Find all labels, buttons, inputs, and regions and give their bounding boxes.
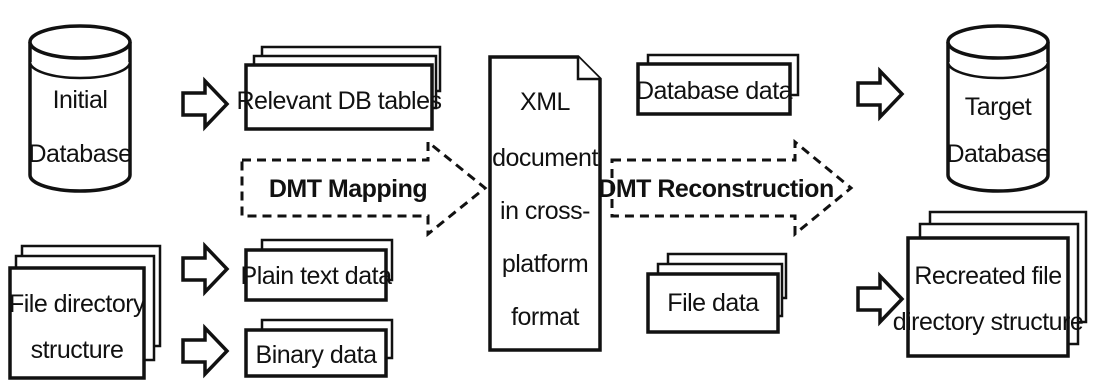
database-data-label: Database data [636, 77, 793, 105]
recreated-file-directory-stack: Recreated file directory structure [893, 210, 1088, 358]
xml-document-line4: platform [502, 250, 588, 278]
xml-document-line5: format [511, 303, 579, 331]
plain-text-data-stack: Plain text data [241, 238, 394, 302]
binary-data-label: Binary data [256, 341, 378, 369]
initial-database-label-line2: Database [28, 140, 131, 168]
xml-document: XML document in cross- platform format [488, 55, 602, 352]
dmt-reconstruction-arrow: DMT Reconstruction [598, 138, 854, 238]
dmt-reconstruction-label: DMT Reconstruction [598, 175, 833, 203]
dmt-mapping-arrow: DMT Mapping [240, 138, 488, 238]
target-database-label-line2: Database [946, 140, 1049, 168]
file-directory-label-line1: File directory [9, 290, 146, 318]
file-data-label: File data [667, 289, 759, 317]
relevant-db-tables-stack: Relevant DB tables [236, 45, 442, 131]
relevant-db-tables-label: Relevant DB tables [236, 87, 441, 115]
arrow-filedata-to-recreated [856, 271, 905, 327]
initial-database-label-line1: Initial [53, 86, 108, 114]
database-data-stack: Database data [636, 53, 800, 116]
arrow-dbdata-to-target [856, 66, 905, 122]
recreated-label-line1: Recreated file [914, 262, 1061, 290]
recreated-label-line2: directory structure [893, 308, 1084, 336]
file-directory-label-line2: structure [31, 336, 124, 364]
xml-document-line1: XML [520, 88, 571, 116]
file-directory-structure-stack: File directory structure [8, 244, 162, 380]
target-database-cylinder: Target Database [946, 24, 1050, 193]
binary-data-stack: Binary data [244, 318, 394, 378]
xml-document-line3: in cross- [500, 197, 590, 225]
file-data-stack: File data [646, 252, 788, 334]
arrow-filedir-to-binary [181, 323, 230, 379]
xml-document-line2: document [492, 144, 598, 172]
target-database-label-line1: Target [965, 93, 1032, 121]
dmt-mapping-label: DMT Mapping [269, 175, 427, 203]
plain-text-data-label: Plain text data [241, 262, 393, 290]
arrow-initial-to-tables [181, 76, 230, 132]
initial-database-cylinder: Initial Database [28, 24, 132, 193]
arrow-filedir-to-plaintext [181, 241, 230, 297]
